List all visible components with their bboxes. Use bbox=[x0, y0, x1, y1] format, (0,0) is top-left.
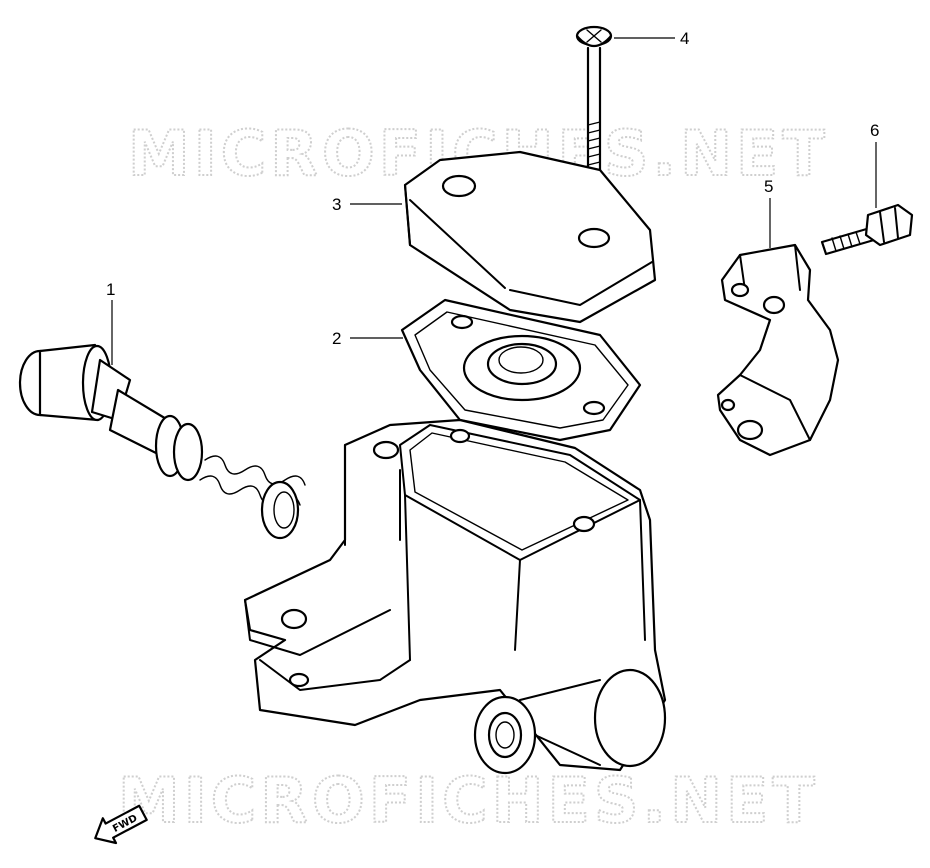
watermark-bottom: MICROFICHES.NET bbox=[118, 764, 819, 837]
watermark-top: MICROFICHES.NET bbox=[128, 117, 829, 190]
part-3-cap bbox=[403, 150, 657, 324]
leader-lines bbox=[111, 37, 877, 365]
part-6-bolt bbox=[820, 203, 914, 256]
part-5-holder bbox=[716, 243, 840, 457]
callout-3: 3 bbox=[332, 195, 341, 214]
master-cylinder-body bbox=[243, 418, 667, 775]
callout-1: 1 bbox=[106, 280, 115, 299]
callout-4: 4 bbox=[680, 29, 689, 48]
callout-6: 6 bbox=[870, 121, 879, 140]
part-2-diaphragm bbox=[400, 298, 642, 442]
part-1-piston bbox=[18, 343, 306, 540]
callout-2: 2 bbox=[332, 329, 341, 348]
callout-5: 5 bbox=[764, 177, 773, 196]
